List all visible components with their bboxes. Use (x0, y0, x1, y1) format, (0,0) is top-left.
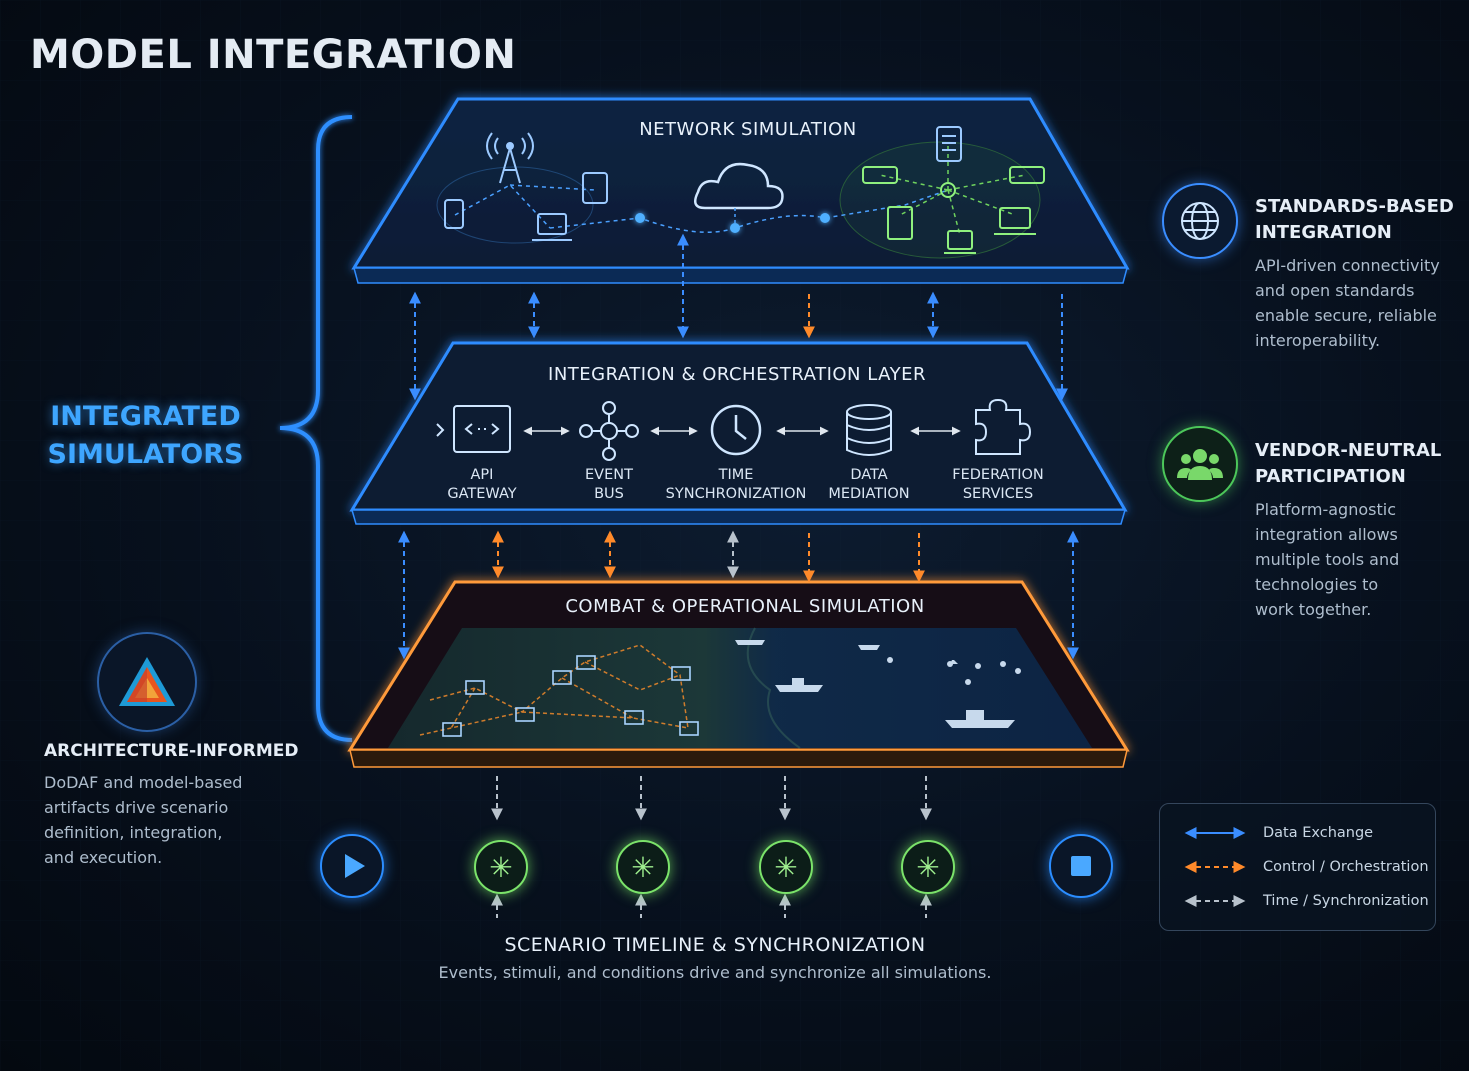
event-bus-icon (579, 401, 639, 461)
stop-button[interactable] (1049, 834, 1113, 898)
legend-label: Control / Orchestration (1263, 859, 1429, 875)
group-label-line: SIMULATORS (47, 439, 244, 470)
time-arrow-icon (1184, 895, 1246, 907)
laptop-icon (532, 213, 572, 241)
stop-icon (1071, 856, 1091, 876)
page-title: MODEL INTEGRATION (30, 32, 517, 78)
triangle-logo-icon (97, 632, 197, 732)
document-icon (887, 206, 913, 240)
group-brace (279, 115, 353, 742)
switch-icon (1009, 166, 1045, 184)
people-icon (1162, 426, 1238, 502)
control-arrow-icon (1184, 861, 1246, 873)
component-api-gateway: API GATEWAY (447, 467, 517, 502)
legend-item-control: Control / Orchestration (1183, 857, 1429, 877)
network-layer (351, 97, 1130, 284)
combat-layer-title: COMBAT & OPERATIONAL SIMULATION (565, 596, 925, 617)
event-star-icon: ✳ (631, 850, 655, 884)
legend-label: Time / Synchronization (1263, 893, 1429, 909)
event-star-icon: ✳ (489, 850, 513, 884)
architecture-body: DoDAF and model-based artifacts drive sc… (44, 773, 243, 867)
play-button[interactable] (320, 834, 384, 898)
architecture-heading: ARCHITECTURE-INFORMED (44, 741, 299, 761)
cloud-icon (693, 162, 784, 210)
radio-tower-icon (486, 132, 534, 184)
network-layer-title: NETWORK SIMULATION (639, 119, 857, 140)
orchestration-layer (349, 341, 1128, 525)
component-data-mediation: DATA MEDIATION (828, 467, 910, 502)
combat-layer (347, 580, 1130, 768)
api-gateway-icon (436, 405, 511, 453)
timeline-event-node[interactable]: ✳ (901, 840, 955, 894)
event-star-icon: ✳ (774, 850, 798, 884)
operational-map (388, 628, 1092, 748)
standards-heading: STANDARDS-BASED INTEGRATION (1255, 196, 1454, 243)
component-time-synchronization: TIME SYNCHRONIZATION (665, 467, 807, 502)
unit-markers (442, 655, 699, 737)
vendor-body: Platform-agnostic integration allows mul… (1255, 500, 1400, 619)
legend-item-data-exchange: Data Exchange (1183, 823, 1373, 843)
timeline-subtitle: Events, stimuli, and conditions drive an… (438, 963, 992, 982)
play-icon (344, 854, 365, 878)
event-star-icon: ✳ (916, 850, 940, 884)
aircraft-icons (887, 657, 1021, 685)
legend-item-time: Time / Synchronization (1183, 891, 1429, 911)
phone-icon (444, 199, 464, 229)
timeline-event-node[interactable]: ✳ (474, 840, 528, 894)
ship-icons (735, 640, 1015, 728)
vendor-heading: VENDOR-NEUTRAL PARTICIPATION (1255, 440, 1442, 487)
legend-label: Data Exchange (1263, 825, 1374, 841)
timeline-title: SCENARIO TIMELINE & SYNCHRONIZATION (504, 934, 926, 956)
server-icon (936, 126, 962, 162)
timeline-event-node[interactable]: ✳ (616, 840, 670, 894)
inter-layer-arrows (398, 233, 1079, 918)
switch-icon (862, 166, 898, 184)
clock-icon (710, 404, 762, 456)
puzzle-icon (975, 398, 1032, 455)
laptop-icon (944, 207, 1036, 254)
group-label-line: INTEGRATED (50, 401, 241, 432)
globe-icon (1162, 183, 1238, 259)
component-event-bus: EVENT BUS (585, 467, 633, 502)
standards-body: API-driven connectivity and open standar… (1255, 256, 1440, 350)
integrated-simulators-label: INTEGRATED SIMULATORS (38, 398, 253, 474)
tablet-icon (582, 172, 608, 204)
component-federation-services: FEDERATION SERVICES (952, 467, 1044, 502)
orchestration-layer-title: INTEGRATION & ORCHESTRATION LAYER (548, 364, 926, 385)
database-icon (846, 404, 892, 456)
timeline-event-node[interactable]: ✳ (759, 840, 813, 894)
data-exchange-arrow-icon (1184, 827, 1246, 839)
